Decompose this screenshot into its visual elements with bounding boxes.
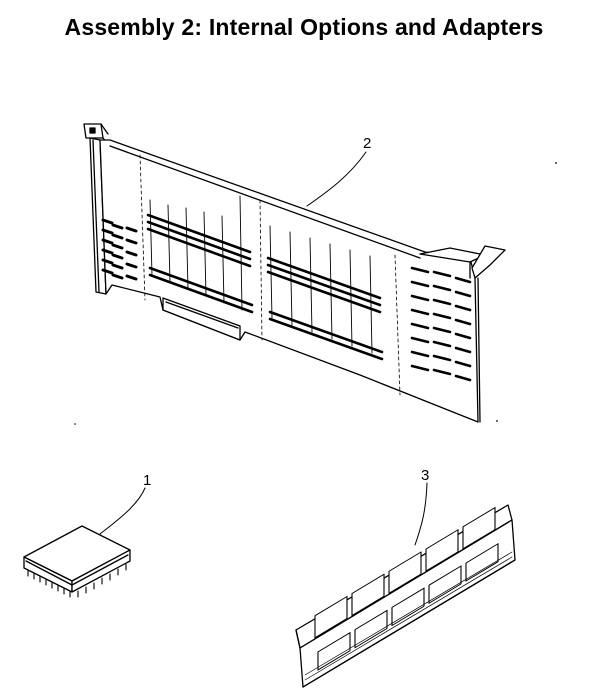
leader-part-1	[99, 487, 146, 535]
callout-part-3: 3	[421, 467, 429, 484]
callout-part-2: 2	[363, 135, 371, 152]
processor-chip-module	[23, 525, 131, 598]
callout-part-1: 1	[143, 472, 151, 489]
callout-leaders	[99, 151, 428, 546]
memory-module-simm	[295, 504, 516, 688]
leader-part-3	[414, 482, 428, 546]
page-title: Assembly 2: Internal Options and Adapter…	[64, 14, 544, 40]
scan-specks	[74, 162, 557, 425]
leader-part-2	[306, 151, 367, 207]
adapter-card	[83, 123, 506, 423]
